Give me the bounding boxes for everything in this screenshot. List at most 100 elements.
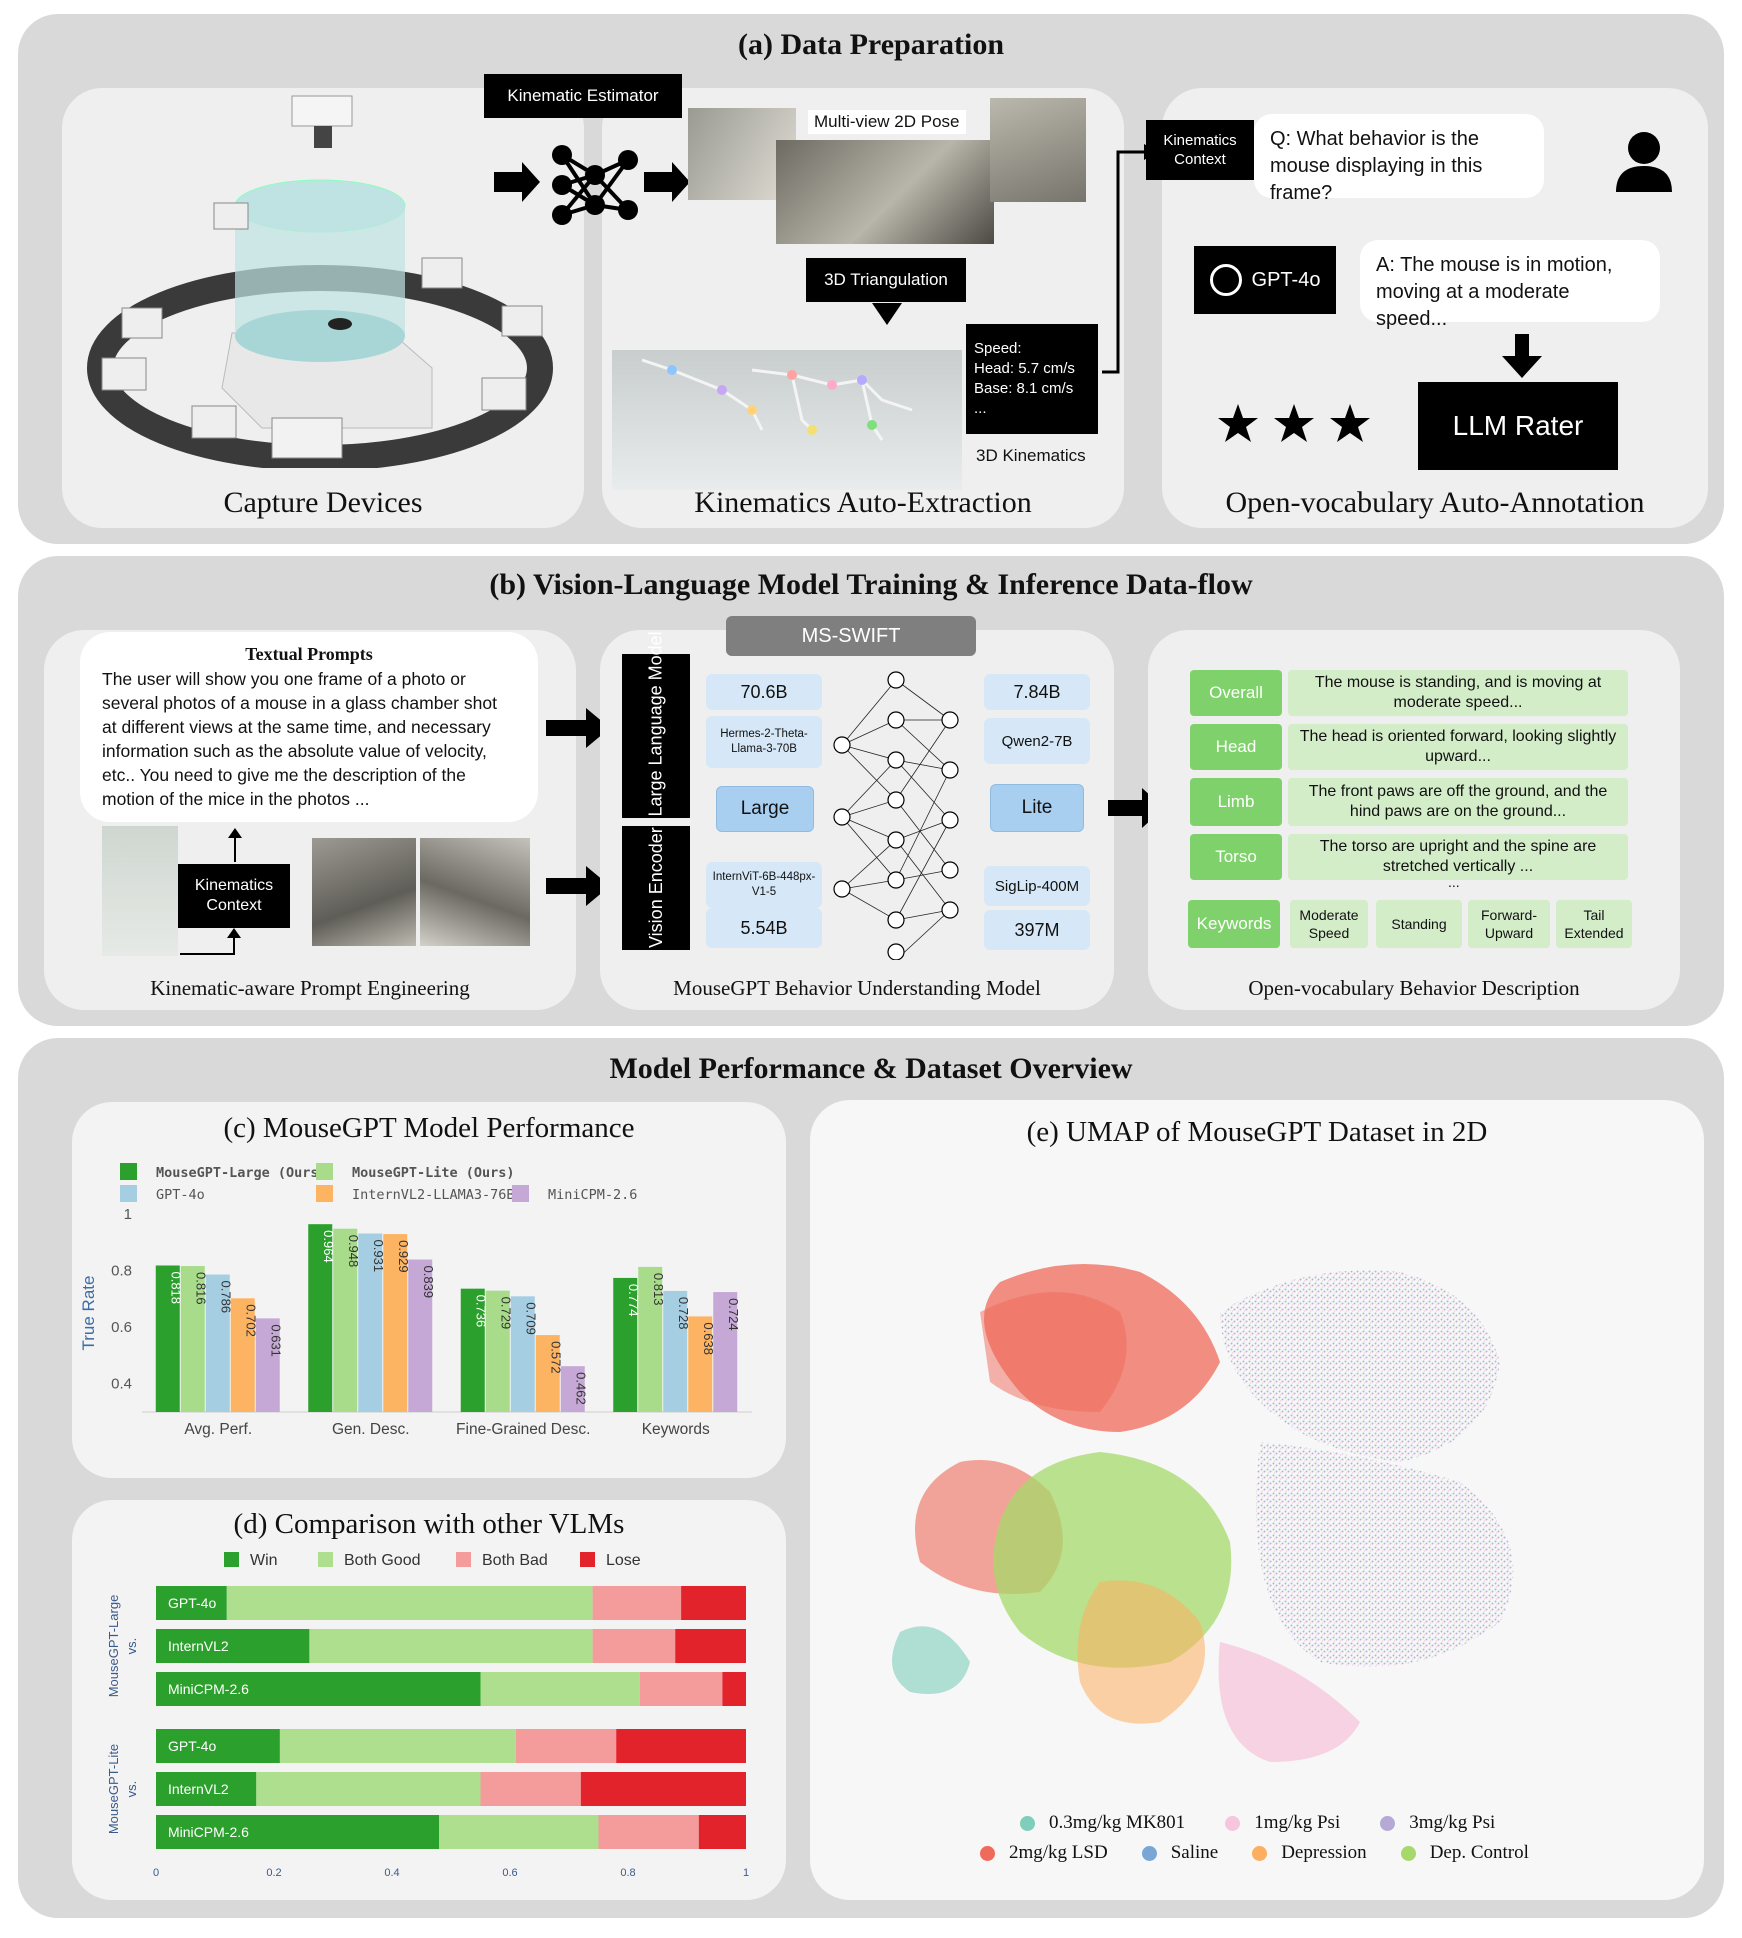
arrow-down-icon: [872, 303, 902, 325]
neural-network-icon: [552, 145, 638, 225]
bar-value-label: 0.839: [421, 1266, 436, 1299]
bar: [358, 1233, 383, 1412]
lite-vit-name: SigLip-400M: [984, 866, 1090, 906]
kinematics-extraction-label: Kinematics Auto-Extraction: [694, 486, 1032, 519]
bar: [205, 1274, 230, 1412]
bar: [688, 1316, 713, 1412]
stacked-segment: [279, 1729, 516, 1763]
legend-swatch: [456, 1552, 471, 1567]
rating-stars-icon: [1218, 404, 1370, 442]
stacked-segment: [722, 1672, 746, 1706]
speed-line: Base: 8.1 cm/s: [974, 380, 1074, 397]
speed-line: ...: [974, 400, 987, 417]
legend-dot-icon: [980, 1846, 995, 1862]
umap-legend-row-2: 2mg/kg LSD Saline Depression Dep. Contro…: [980, 1842, 1660, 1864]
arrow-up-icon: [228, 828, 242, 862]
x-tick-label: 0.2: [266, 1867, 281, 1879]
bar: [308, 1224, 333, 1412]
group-label-vs: vs.: [124, 1781, 139, 1798]
bar-value-label: 0.813: [651, 1273, 666, 1306]
head-description: The head is oriented forward, looking sl…: [1288, 724, 1628, 770]
bar: [460, 1288, 485, 1412]
lite-model-button[interactable]: Lite: [990, 784, 1084, 832]
bar: [510, 1296, 535, 1412]
umap-title: (e) UMAP of MouseGPT Dataset in 2D: [1026, 1116, 1488, 1148]
group-label: MouseGPT-Large: [106, 1595, 121, 1698]
lite-vit-params: 397M: [984, 910, 1090, 950]
overall-tag: Overall: [1190, 670, 1282, 716]
umap-legend-item: Dep. Control: [1400, 1842, 1529, 1864]
x-tick-label: Gen. Desc.: [332, 1421, 410, 1438]
umap-legend-label: 3mg/kg Psi: [1409, 1812, 1496, 1833]
answer-bubble: A: The mouse is in motion, moving at a m…: [1360, 240, 1660, 330]
ms-swift-header: MS-SWIFT: [726, 616, 976, 656]
bar: [155, 1265, 180, 1412]
large-llm-name: Hermes-2-Theta-Llama-3-70B: [706, 716, 822, 768]
mouse-photo-view-2: [420, 838, 530, 946]
legend-label: Both Bad: [482, 1552, 548, 1569]
large-vit-params: 5.54B: [706, 908, 822, 948]
skeleton-3d-lines: [641, 358, 913, 441]
behavior-description-label: Open-vocabulary Behavior Description: [1248, 976, 1580, 1000]
mouse-pose-photo-3: [990, 98, 1086, 202]
bar-value-label: 0.786: [218, 1281, 233, 1314]
bar: [383, 1234, 408, 1412]
keyword-chip: Forward-Upward: [1468, 900, 1550, 948]
stacked-segment: [480, 1672, 640, 1706]
legend-dot-icon: [1400, 1846, 1416, 1862]
stacked-segment: [616, 1729, 746, 1763]
umap-legend: 0.3mg/kg MK801 1mg/kg Psi 3mg/kg Psi 2mg…: [980, 1812, 1660, 1864]
bar-value-label: 0.709: [523, 1302, 538, 1335]
triangulation-box: 3D Triangulation: [806, 258, 966, 302]
umap-legend-item: 3mg/kg Psi: [1380, 1812, 1495, 1834]
performance-chart-title: (c) MouseGPT Model Performance: [223, 1112, 635, 1144]
stacked-segment: [156, 1772, 257, 1806]
prompt-engineering-label: Kinematic-aware Prompt Engineering: [150, 976, 470, 1000]
y-tick-label: 0.8: [111, 1263, 132, 1280]
bar: [613, 1277, 638, 1412]
stacked-segment: [598, 1815, 699, 1849]
row-label: GPT-4o: [168, 1738, 216, 1754]
stacked-segment: [156, 1586, 227, 1620]
llm-vertical-label: Large Language Model: [622, 631, 690, 818]
capture-devices-label: Capture Devices: [223, 486, 423, 519]
bar: [333, 1228, 358, 1412]
legend-dot-icon: [1380, 1816, 1396, 1832]
bar-value-label: 0.818: [168, 1271, 183, 1304]
legend-label: Win: [250, 1552, 278, 1569]
umap-legend-label: Depression: [1281, 1842, 1367, 1863]
bar-value-label: 0.729: [498, 1297, 513, 1330]
user-icon: [1616, 132, 1672, 192]
mouse-photo-view-1: [312, 838, 416, 946]
x-tick-label: 1: [743, 1867, 749, 1879]
legend-label: Lose: [606, 1552, 641, 1569]
bar-value-label: 0.816: [193, 1272, 208, 1305]
lite-llm-name: Qwen2-7B: [984, 718, 1090, 764]
y-axis-label: True Rate: [79, 1276, 98, 1351]
arrow-icon: [546, 708, 610, 748]
capture-devices-panel: Capture Devices: [62, 88, 584, 528]
legend-dot-icon: [1252, 1846, 1268, 1862]
legend-swatch: [316, 1185, 333, 1202]
umap-legend-label: Saline: [1170, 1842, 1219, 1863]
torso-tag: Torso: [1190, 834, 1282, 880]
x-tick-label: Fine-Grained Desc.: [456, 1421, 590, 1438]
legend-swatch: [512, 1185, 529, 1202]
stacked-segment: [309, 1629, 593, 1663]
ellipsis: ...: [1448, 874, 1460, 890]
umap-legend-label: 2mg/kg LSD: [1009, 1842, 1108, 1863]
large-model-button[interactable]: Large: [716, 786, 814, 832]
speed-line: Speed:: [974, 340, 1022, 357]
bar: [180, 1266, 205, 1412]
umap-legend-label: Dep. Control: [1429, 1842, 1529, 1863]
x-tick-label: Avg. Perf.: [184, 1421, 252, 1438]
keyword-chip: Standing: [1376, 900, 1462, 948]
bar-value-label: 0.631: [268, 1324, 283, 1357]
row-label: InternVL2: [168, 1638, 229, 1654]
umap-cluster: [892, 1626, 970, 1694]
speed-readout-box: Speed: Head: 5.7 cm/s Base: 8.1 cm/s ...: [966, 324, 1098, 434]
umap-scatter-plot: [892, 1264, 1514, 1762]
legend-swatch: [224, 1552, 239, 1567]
keyword-chip: Moderate Speed: [1290, 900, 1368, 948]
bar-value-label: 0.572: [548, 1341, 563, 1374]
